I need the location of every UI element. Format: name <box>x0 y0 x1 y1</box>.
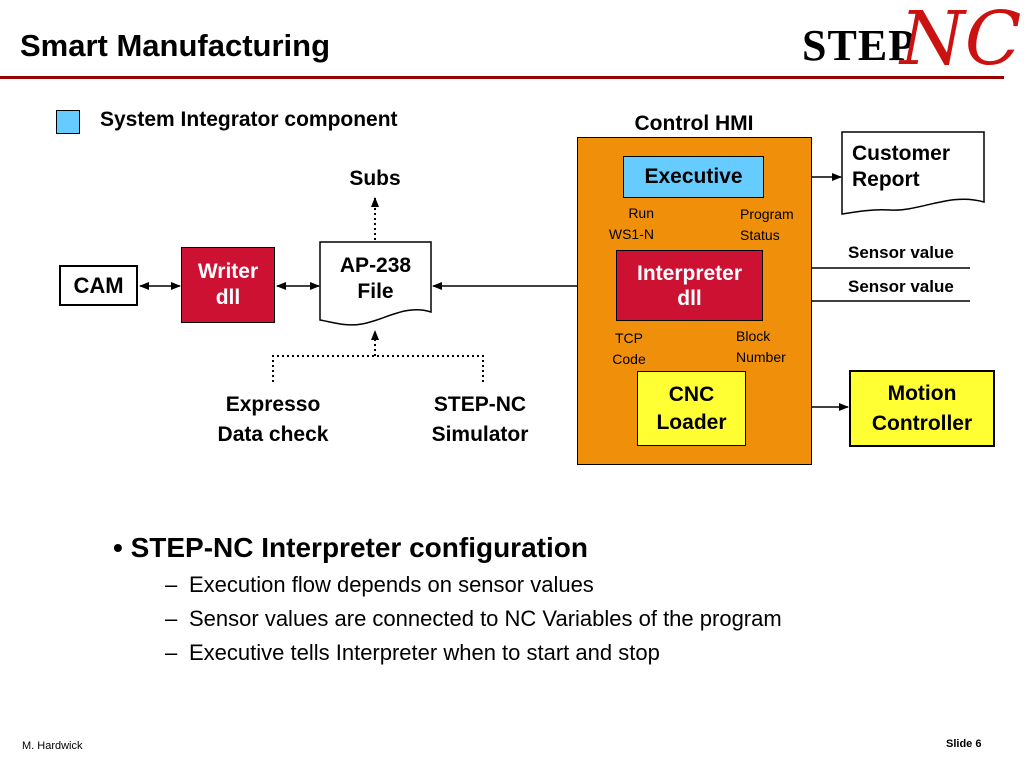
ap238-line-1: AP-238 <box>339 254 412 277</box>
control-hmi-title: Control HMI <box>634 112 754 135</box>
footer-author: M. Hardwick <box>22 740 83 752</box>
run-line-1: Run <box>628 205 654 221</box>
motion-label-1: Motion <box>887 381 957 405</box>
tcp-code-label: TCP Code <box>608 328 650 370</box>
interpreter-label-2: dll <box>677 286 702 310</box>
block-number-label: Block Number <box>736 326 786 368</box>
title-rule <box>0 76 1004 79</box>
executive-label: Executive <box>644 165 743 188</box>
program-status-label: Program Status <box>740 204 794 246</box>
footer-slide-number: Slide 6 <box>946 738 982 750</box>
run-label: Run WS1-N <box>598 203 654 245</box>
interpreter-dll-box: Interpreter dll <box>616 250 763 321</box>
tcp-code-line-2: Code <box>612 351 646 367</box>
bullet-sub-1-text: Execution flow depends on sensor values <box>189 572 594 597</box>
bullet-main: • STEP-NC Interpreter configuration <box>113 532 588 563</box>
customer-report-doc <box>841 131 985 215</box>
expresso-line-2: Data check <box>217 423 329 446</box>
simulator-label: STEP-NC Simulator <box>405 390 555 450</box>
ap238-file-doc <box>319 241 432 326</box>
checker-bracket <box>272 355 484 382</box>
block-number-line-1: Block <box>736 328 771 344</box>
writer-dll-box: Writer dll <box>181 247 275 323</box>
customer-report-line-2: Report <box>852 168 920 191</box>
step-nc-logo-step: STEP <box>802 21 917 70</box>
cnc-label-2: Loader <box>656 410 727 434</box>
step-nc-logo-nc: NC <box>900 0 1022 82</box>
bullet-sub-1: –Execution flow depends on sensor values <box>165 572 594 597</box>
cam-label: CAM <box>73 272 124 298</box>
bullet-list: • STEP-NC Interpreter configuration –Exe… <box>113 532 782 666</box>
legend-swatch <box>56 110 80 134</box>
tcp-code-line-1: TCP <box>615 330 643 346</box>
cnc-label-1: CNC <box>668 382 715 406</box>
program-status-line-2: Status <box>740 227 780 243</box>
writer-label-1: Writer <box>197 260 259 283</box>
cam-box: CAM <box>59 265 138 306</box>
bullet-sub-2-text: Sensor values are connected to NC Variab… <box>189 606 782 631</box>
bullet-sub-2: –Sensor values are connected to NC Varia… <box>165 606 782 631</box>
bullet-main-text: STEP-NC Interpreter configuration <box>130 532 588 563</box>
bullet-sub-3-text: Executive tells Interpreter when to star… <box>189 640 660 665</box>
motion-label-2: Controller <box>871 411 973 435</box>
simulator-line-2: Simulator <box>431 423 529 446</box>
program-status-line-1: Program <box>740 206 794 222</box>
simulator-line-1: STEP-NC <box>433 393 527 416</box>
executive-box: Executive <box>623 156 764 198</box>
expresso-label: Expresso Data check <box>196 390 350 450</box>
slide-title: Smart Manufacturing <box>20 28 331 63</box>
ap238-line-2: File <box>357 280 394 303</box>
block-number-line-2: Number <box>736 349 786 365</box>
sensor-value-label-1: Sensor value <box>848 243 954 262</box>
customer-report-label: Customer Report <box>852 141 950 193</box>
bullet-sub-3: –Executive tells Interpreter when to sta… <box>165 640 660 665</box>
interpreter-label-1: Interpreter <box>636 261 743 285</box>
legend-label: System Integrator component <box>100 108 398 131</box>
customer-report-line-1: Customer <box>852 142 951 165</box>
motion-controller-box: Motion Controller <box>849 370 995 447</box>
sensor-value-label-2: Sensor value <box>848 277 954 296</box>
subs-label: Subs <box>349 167 401 190</box>
expresso-line-1: Expresso <box>225 393 321 416</box>
cnc-loader-box: CNC Loader <box>637 371 746 446</box>
run-line-2: WS1-N <box>608 226 654 242</box>
writer-label-2: dll <box>215 286 241 309</box>
ap238-file-label: AP-238 File <box>320 253 431 305</box>
